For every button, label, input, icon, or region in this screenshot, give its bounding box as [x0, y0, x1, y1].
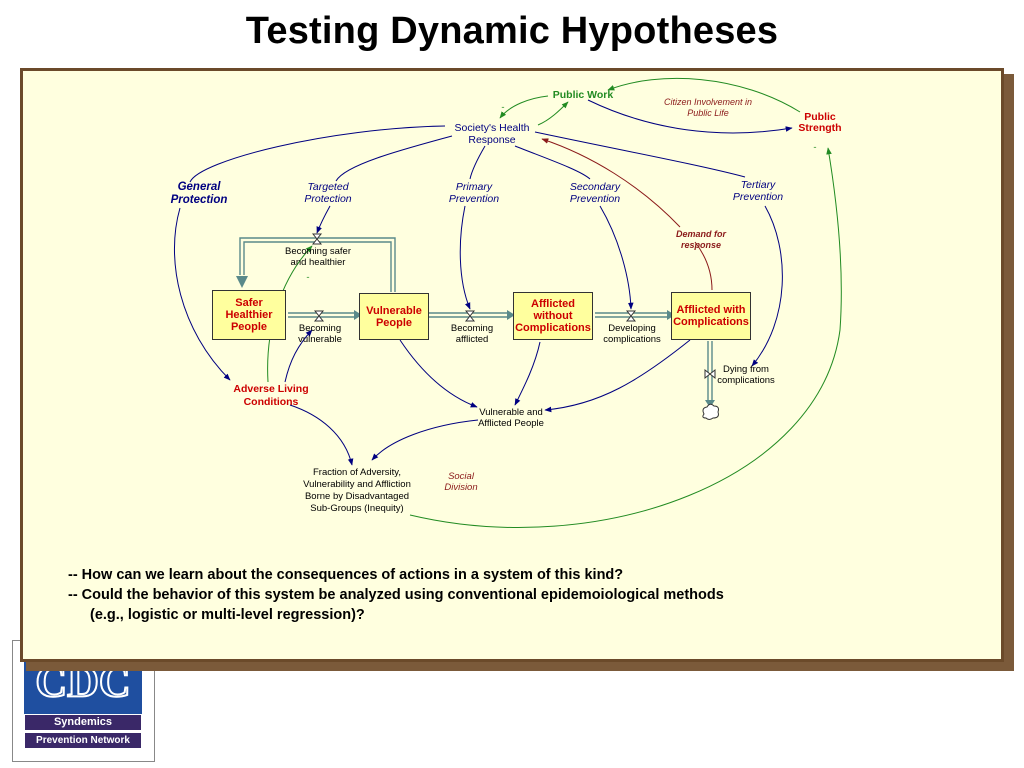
var-citizen-involvement: Citizen Involvement in Public Life — [663, 97, 753, 118]
stock-afflicted-without-complications: Afflicted without Complications — [513, 292, 593, 340]
var-fraction-adversity: Fraction of Adversity, Vulnerability and… — [303, 467, 411, 514]
link-adverse-vulnerable — [284, 329, 313, 383]
question-line-3: (e.g., logistic or multi-level regressio… — [90, 607, 365, 623]
polarity-minus-strength: - — [813, 142, 817, 153]
pipe-dying — [707, 341, 713, 400]
question-line-2: -- Could the behavior of this system be … — [68, 587, 724, 603]
var-public-strength: Public Strength — [798, 111, 842, 134]
link-vulnerable-va — [399, 339, 478, 408]
link-secondary-valve — [599, 205, 634, 310]
link-adverse-fraction — [289, 404, 354, 466]
link-response-general — [189, 125, 446, 183]
valve-becoming-safer — [311, 233, 323, 245]
stock-safer-healthier-people: Safer Healthier People — [212, 290, 286, 340]
var-general-protection: General Protection — [170, 181, 228, 206]
var-vulnerable-and-afflicted: Vulnerable and Afflicted People — [478, 407, 544, 429]
link-strength-publicwork — [607, 77, 801, 113]
var-tertiary-prevention: Tertiary Prevention — [732, 179, 784, 203]
valve-dying — [704, 368, 716, 380]
causal-links — [173, 99, 793, 466]
pipe-head-afflicted — [507, 310, 515, 320]
pipe-head-vulnerable — [354, 310, 362, 320]
logo-syndemics-label: Syndemics — [24, 714, 142, 731]
slide-title: Testing Dynamic Hypotheses — [245, 10, 779, 52]
link-fraction-strength — [409, 147, 842, 528]
flow-becoming-afflicted-label: Becoming afflicted — [450, 323, 494, 345]
valves — [311, 233, 716, 380]
link-response-tertiary — [534, 131, 746, 178]
link-with-demand — [694, 241, 713, 291]
red-links — [541, 138, 713, 291]
var-adverse-living-conditions: Adverse Living Conditions — [233, 383, 309, 408]
valve-becoming-vulnerable — [313, 310, 325, 322]
link-response-publicwork — [537, 101, 569, 126]
question-line-1: -- How can we learn about the consequenc… — [68, 567, 624, 583]
logo-prevention-network-label: Prevention Network — [24, 732, 142, 749]
var-demand-for-response: Demand for response — [675, 229, 726, 250]
var-secondary-prevention: Secondary Prevention — [569, 181, 621, 205]
flow-becoming-vulnerable-label: Becoming vulnerable — [298, 323, 342, 345]
var-public-work: Public Work — [552, 89, 614, 101]
stock-vulnerable-people: Vulnerable People — [359, 293, 429, 340]
green-links — [267, 77, 842, 528]
polarity-minus-becoming-safer: - — [306, 272, 310, 283]
link-with-va — [544, 339, 691, 413]
flow-developing-complications-label: Developing complications — [603, 323, 661, 345]
var-social-division: Social Division — [444, 471, 478, 493]
link-afflicted-va — [514, 341, 541, 406]
pipe-head-safer — [236, 276, 248, 288]
diagram-panel — [20, 68, 1004, 662]
link-va-fraction — [371, 419, 479, 461]
flow-becoming-safer-label: Becoming safer and healthier — [284, 246, 351, 268]
link-primary-valve — [459, 205, 471, 310]
valve-developing-complications — [625, 310, 637, 322]
link-publicwork-strength — [587, 99, 793, 134]
polarity-minus-publicwork: - — [501, 102, 505, 113]
link-tertiary-dying — [751, 205, 783, 367]
link-response-secondary — [514, 145, 591, 180]
link-response-targeted — [335, 135, 453, 182]
link-publicwork-response — [499, 95, 549, 119]
stock-afflicted-with-complications: Afflicted with Complications — [671, 292, 751, 340]
cloud-sink — [702, 403, 719, 420]
var-primary-prevention: Primary Prevention — [448, 181, 500, 205]
flow-dying-label: Dying from complications — [717, 364, 775, 386]
var-societys-health-response: Society's Health Response — [454, 122, 530, 146]
var-targeted-protection: Targeted Protection — [304, 181, 352, 205]
link-targeted-valve — [316, 205, 331, 234]
valve-becoming-afflicted — [464, 310, 476, 322]
link-general-adverse — [173, 207, 231, 381]
link-demand-response — [541, 138, 681, 228]
link-response-primary — [469, 145, 486, 180]
